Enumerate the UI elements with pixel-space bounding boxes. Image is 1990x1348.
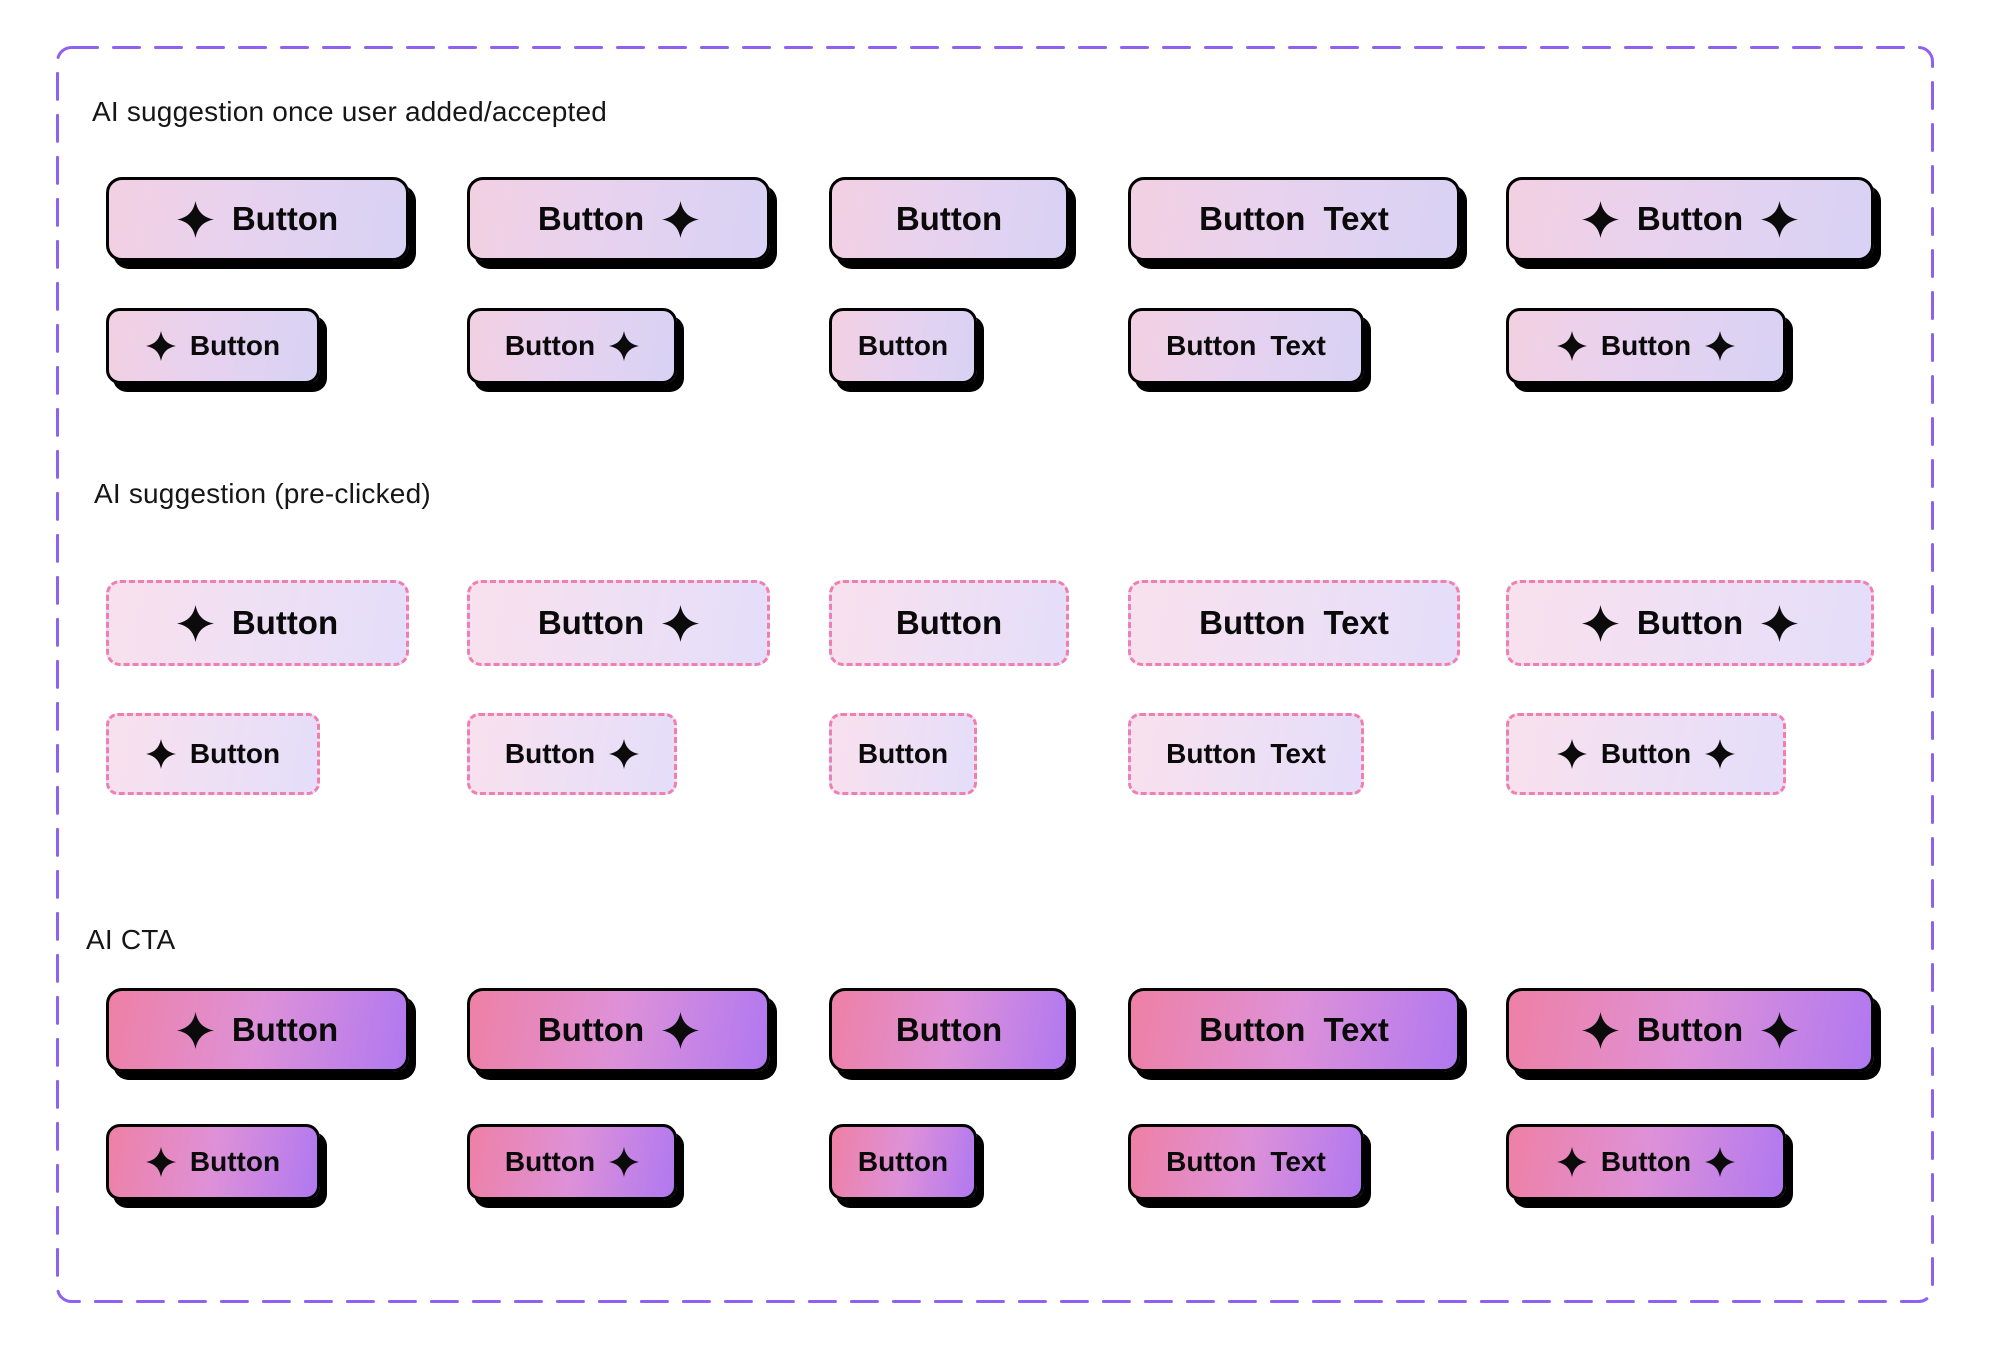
button-label: Button bbox=[231, 1011, 339, 1048]
button-label: Button bbox=[189, 738, 281, 769]
button-label: Button bbox=[231, 604, 339, 641]
button-label: Button bbox=[231, 200, 339, 237]
button-label: Button bbox=[1199, 200, 1306, 237]
button-label: Button bbox=[895, 604, 1003, 641]
button-label: Button bbox=[189, 330, 281, 361]
canvas-frame: AI suggestion once user added/accepted B… bbox=[56, 46, 1934, 1303]
sparkle-icon bbox=[145, 1147, 176, 1177]
sparkle-icon bbox=[662, 1011, 700, 1049]
preclicked-lg-btn-icon-leading[interactable]: Button bbox=[106, 580, 409, 666]
button-label: Button bbox=[189, 1146, 281, 1177]
sparkle-icon bbox=[1581, 200, 1619, 238]
button-label-secondary: Text bbox=[1270, 1146, 1326, 1177]
cta-sm-btn-two-labels[interactable]: Button Text bbox=[1128, 1124, 1364, 1200]
preclicked-lg-btn-label-only[interactable]: Button bbox=[829, 580, 1069, 666]
sparkle-icon bbox=[609, 1147, 640, 1177]
button-label: Button bbox=[857, 330, 949, 361]
cta-lg-btn-icon-trailing[interactable]: Button bbox=[467, 988, 770, 1072]
button-label: Button bbox=[537, 1011, 645, 1048]
preclicked-sm-btn-icon-leading[interactable]: Button bbox=[106, 713, 320, 795]
accepted-sm-btn-label-only[interactable]: Button bbox=[829, 308, 977, 384]
sparkle-icon bbox=[145, 331, 176, 361]
accepted-sm-btn-icon-both[interactable]: Button bbox=[1506, 308, 1786, 384]
button-label: Button bbox=[1166, 1146, 1257, 1177]
cta-sm-btn-label-only[interactable]: Button bbox=[829, 1124, 977, 1200]
preclicked-sm-btn-icon-both[interactable]: Button bbox=[1506, 713, 1786, 795]
preclicked-lg-btn-icon-trailing[interactable]: Button bbox=[467, 580, 770, 666]
sparkle-icon bbox=[145, 739, 176, 769]
button-label-secondary: Text bbox=[1323, 200, 1389, 237]
button-label: Button bbox=[857, 1146, 949, 1177]
sparkle-icon bbox=[1761, 604, 1799, 642]
button-label: Button bbox=[1600, 330, 1692, 361]
button-label: Button bbox=[895, 200, 1003, 237]
accepted-lg-btn-icon-leading[interactable]: Button bbox=[106, 177, 409, 261]
sparkle-icon bbox=[1761, 200, 1799, 238]
button-label: Button bbox=[1636, 1011, 1744, 1048]
sparkle-icon bbox=[1556, 739, 1587, 769]
button-label-secondary: Text bbox=[1323, 604, 1389, 641]
cta-lg-btn-icon-leading[interactable]: Button bbox=[106, 988, 409, 1072]
accepted-lg-btn-icon-both[interactable]: Button bbox=[1506, 177, 1874, 261]
sparkle-icon bbox=[1556, 331, 1587, 361]
button-label: Button bbox=[1600, 738, 1692, 769]
button-label: Button bbox=[537, 200, 645, 237]
section-title-pre-clicked: AI suggestion (pre-clicked) bbox=[94, 478, 431, 509]
sparkle-icon bbox=[609, 739, 640, 769]
button-label-secondary: Text bbox=[1270, 738, 1326, 769]
accepted-sm-btn-icon-trailing[interactable]: Button bbox=[467, 308, 677, 384]
sparkle-icon bbox=[1556, 1147, 1587, 1177]
sparkle-icon bbox=[609, 331, 640, 361]
accepted-sm-btn-two-labels[interactable]: Button Text bbox=[1128, 308, 1364, 384]
button-label: Button bbox=[504, 738, 596, 769]
sparkle-icon bbox=[1581, 604, 1619, 642]
preclicked-sm-btn-icon-trailing[interactable]: Button bbox=[467, 713, 677, 795]
section-title-cta: AI CTA bbox=[86, 924, 176, 955]
button-label: Button bbox=[537, 604, 645, 641]
sparkle-icon bbox=[1581, 1011, 1619, 1049]
button-label: Button bbox=[1636, 604, 1744, 641]
section-title-accepted: AI suggestion once user added/accepted bbox=[92, 96, 608, 127]
button-label: Button bbox=[1199, 1011, 1306, 1048]
cta-lg-btn-two-labels[interactable]: Button Text bbox=[1128, 988, 1460, 1072]
accepted-lg-btn-icon-trailing[interactable]: Button bbox=[467, 177, 770, 261]
button-label: Button bbox=[1166, 738, 1257, 769]
sparkle-icon bbox=[176, 1011, 214, 1049]
sparkle-icon bbox=[1705, 739, 1736, 769]
cta-sm-btn-icon-trailing[interactable]: Button bbox=[467, 1124, 677, 1200]
button-label: Button bbox=[1636, 200, 1744, 237]
preclicked-lg-btn-icon-both[interactable]: Button bbox=[1506, 580, 1874, 666]
preclicked-sm-btn-two-labels[interactable]: Button Text bbox=[1128, 713, 1364, 795]
button-label: Button bbox=[504, 330, 596, 361]
cta-sm-btn-icon-leading[interactable]: Button bbox=[106, 1124, 320, 1200]
button-label: Button bbox=[857, 738, 949, 769]
button-label: Button bbox=[1199, 604, 1306, 641]
cta-lg-btn-icon-both[interactable]: Button bbox=[1506, 988, 1874, 1072]
button-label-secondary: Text bbox=[1323, 1011, 1389, 1048]
preclicked-lg-btn-two-labels[interactable]: Button Text bbox=[1128, 580, 1460, 666]
accepted-lg-btn-two-labels[interactable]: Button Text bbox=[1128, 177, 1460, 261]
button-label: Button bbox=[1166, 330, 1257, 361]
sparkle-icon bbox=[176, 604, 214, 642]
cta-sm-btn-icon-both[interactable]: Button bbox=[1506, 1124, 1786, 1200]
sparkle-icon bbox=[1705, 331, 1736, 361]
sparkle-icon bbox=[662, 604, 700, 642]
sparkle-icon bbox=[662, 200, 700, 238]
cta-lg-btn-label-only[interactable]: Button bbox=[829, 988, 1069, 1072]
sparkle-icon bbox=[1761, 1011, 1799, 1049]
button-label-secondary: Text bbox=[1270, 330, 1326, 361]
sparkle-icon bbox=[176, 200, 214, 238]
accepted-sm-btn-icon-leading[interactable]: Button bbox=[106, 308, 320, 384]
button-label: Button bbox=[1600, 1146, 1692, 1177]
accepted-lg-btn-label-only[interactable]: Button bbox=[829, 177, 1069, 261]
button-label: Button bbox=[504, 1146, 596, 1177]
preclicked-sm-btn-label-only[interactable]: Button bbox=[829, 713, 977, 795]
sparkle-icon bbox=[1705, 1147, 1736, 1177]
button-label: Button bbox=[895, 1011, 1003, 1048]
